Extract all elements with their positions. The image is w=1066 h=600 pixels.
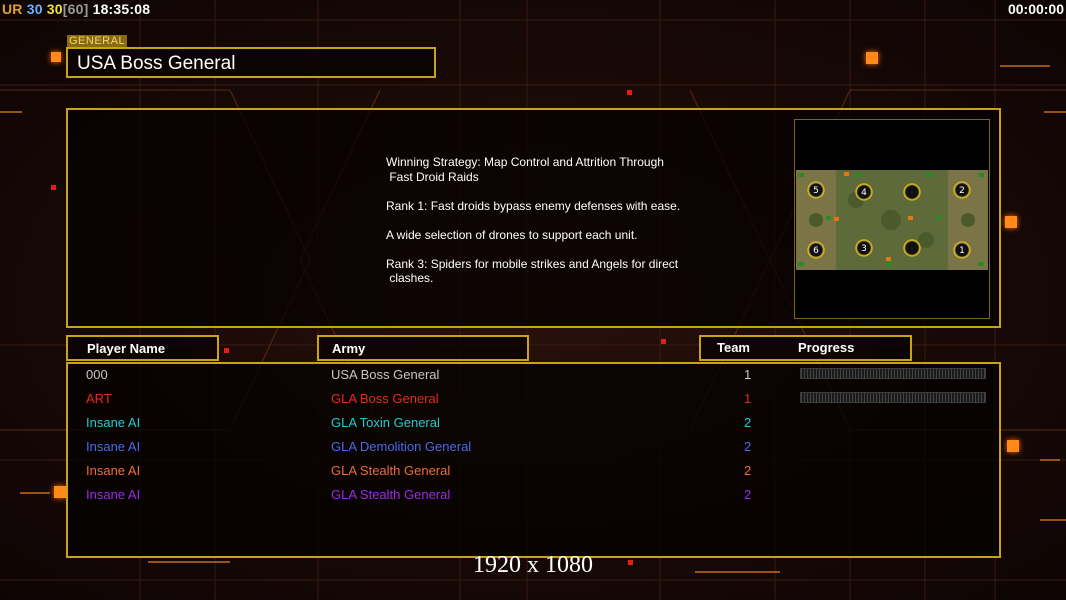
general-tag: GENERAL [67,35,128,48]
player-team: 1 [744,367,752,382]
player-name: ART [86,391,112,406]
player-name: Insane AI [86,463,141,478]
general-description: Winning Strategy: Map Control and Attrit… [386,155,716,300]
start-position-label: 4 [861,188,867,198]
progress-header-label: Progress [798,340,855,355]
description-line: A wide selection of drones to support ea… [386,227,638,242]
orange-marker [1007,440,1019,452]
player-team: 2 [744,487,752,502]
load-progress-bar [800,392,986,403]
fps-limit: [60] [62,1,89,17]
load-progress-bar [800,368,986,379]
start-position-label: 3 [861,244,867,254]
player-army: GLA Stealth General [331,487,451,502]
minimap: 5 4 2 6 3 1 [796,170,988,270]
fps-value-secondary: 30 [46,1,63,17]
player-row: 000 USA Boss General 1 [68,364,1003,388]
red-marker [51,185,56,190]
player-name: Insane AI [86,439,141,454]
red-marker [224,348,229,353]
general-name: USA Boss General [77,53,236,74]
player-name-header-label: Player Name [87,341,166,356]
map-preview: 5 4 2 6 3 1 [794,119,990,319]
player-row: ART GLA Boss General 1 [68,388,1003,412]
start-position-label: 5 [813,186,819,196]
army-header-label: Army [332,341,366,356]
army-header: Army [317,335,529,361]
orange-marker [51,52,61,62]
player-team: 1 [744,391,752,406]
description-line: Winning Strategy: Map Control and Attrit… [386,155,664,184]
player-army: GLA Demolition General [331,439,472,454]
orange-marker [866,52,878,64]
player-row: Insane AI GLA Stealth General 2 [68,484,1003,508]
player-row: Insane AI GLA Toxin General 2 [68,412,1003,436]
orange-marker [1005,216,1017,228]
player-name: Insane AI [86,487,141,502]
player-army: GLA Toxin General [331,415,440,430]
player-row: Insane AI GLA Stealth General 2 [68,460,1003,484]
player-army: GLA Boss General [331,391,439,406]
player-row: Insane AI GLA Demolition General 2 [68,436,1003,460]
start-position-label: 1 [959,246,965,256]
player-army: USA Boss General [331,367,440,382]
fps-value: 30 [26,1,43,17]
fps-counter: UR 30 30[60] 18:35:08 [2,1,150,17]
player-name: Insane AI [86,415,141,430]
start-position-label: 2 [959,186,965,196]
red-marker [627,90,632,95]
team-progress-header: Team Progress [699,335,912,361]
orange-marker [54,486,66,498]
player-army: GLA Stealth General [331,463,451,478]
minimap-terrain: 5 4 2 6 3 1 [796,170,988,270]
player-name-header: Player Name [66,335,219,361]
player-name: 000 [86,367,108,382]
ur-label: UR [2,1,23,17]
red-marker [628,560,633,565]
general-title-box: USA Boss General [66,47,436,78]
resolution-label: 1920 x 1080 [473,552,593,578]
player-team: 2 [744,439,752,454]
team-header-label: Team [717,340,750,355]
player-team: 2 [744,415,752,430]
description-line: Rank 1: Fast droids bypass enemy defense… [386,198,681,213]
description-line: Rank 3: Spiders for mobile strikes and A… [386,256,679,286]
start-position-label: 6 [813,246,819,256]
game-timer: 00:00:00 [1007,1,1064,17]
red-marker [661,339,666,344]
player-team: 2 [744,463,752,478]
system-clock: 18:35:08 [92,1,151,17]
